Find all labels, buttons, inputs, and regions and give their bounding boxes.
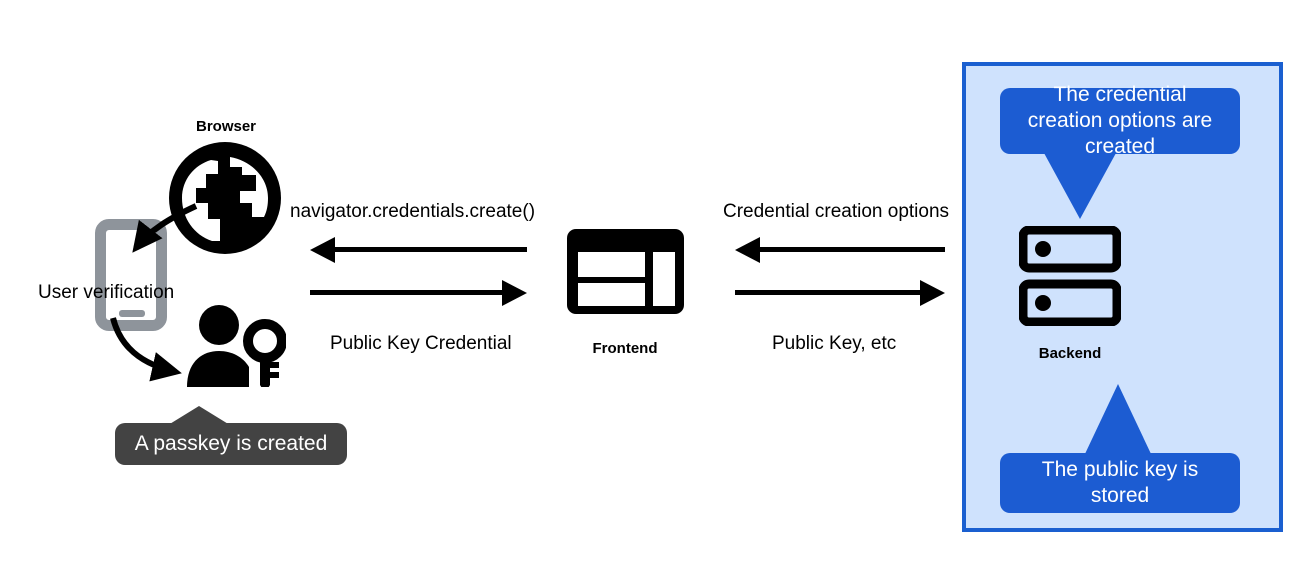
message-public-key-etc: Public Key, etc	[772, 333, 897, 354]
user-verification-label: User verification	[38, 282, 175, 303]
arrow-line-browser-in	[333, 247, 527, 252]
callout-public-key-stored-text: The public key is stored	[1041, 457, 1199, 507]
person-with-key-icon	[187, 305, 286, 387]
passkey-tooltip: A passkey is created	[115, 423, 347, 465]
arrow-line-browser-out	[310, 290, 504, 295]
arrow-head-browser-out	[502, 280, 527, 306]
passkey-tooltip-text: A passkey is created	[134, 431, 328, 455]
message-credential-creation-options: Credential creation options	[723, 201, 950, 222]
browser-window-layout-icon	[567, 229, 684, 314]
arrow-line-backend-out	[735, 290, 922, 295]
backend-label: Backend	[1038, 345, 1102, 362]
message-navigator-credentials-create: navigator.credentials.create()	[290, 201, 536, 222]
message-public-key-credential: Public Key Credential	[330, 333, 512, 354]
callout-top-pointer	[1044, 153, 1116, 219]
arrow-head-backend-in	[735, 237, 760, 263]
browser-label: Browser	[195, 118, 257, 135]
server-rack-icon	[1019, 226, 1121, 326]
frontend-label: Frontend	[592, 340, 658, 357]
callout-public-key-stored: The public key is stored	[1000, 453, 1240, 513]
callout-bottom-pointer	[1084, 384, 1152, 456]
arrow-head-backend-out	[920, 280, 945, 306]
callout-credential-creation-options-text: The credential creation options are crea…	[1027, 82, 1213, 159]
phone-home-indicator	[119, 310, 145, 317]
arrow-head-browser-in	[310, 237, 335, 263]
globe-icon	[169, 142, 281, 254]
arrow-line-backend-in	[758, 247, 945, 252]
callout-credential-creation-options: The credential creation options are crea…	[1000, 83, 1240, 158]
